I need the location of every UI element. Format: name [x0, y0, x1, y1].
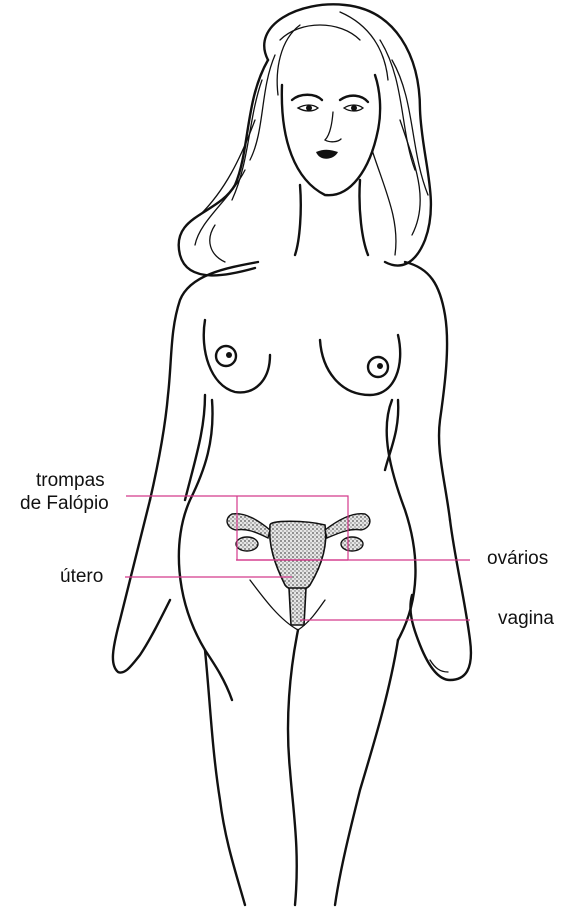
- face: [282, 75, 380, 195]
- label-ovarios: ovários: [487, 548, 548, 570]
- left-fallopian-tube: [227, 514, 270, 538]
- hair: [179, 4, 431, 275]
- right-ovary: [341, 537, 363, 551]
- label-de-falopio: de Falópio: [20, 493, 109, 515]
- label-vagina: vagina: [498, 608, 554, 630]
- label-trompas: trompas: [36, 470, 105, 492]
- label-utero: útero: [60, 566, 103, 588]
- left-ovary: [236, 537, 258, 551]
